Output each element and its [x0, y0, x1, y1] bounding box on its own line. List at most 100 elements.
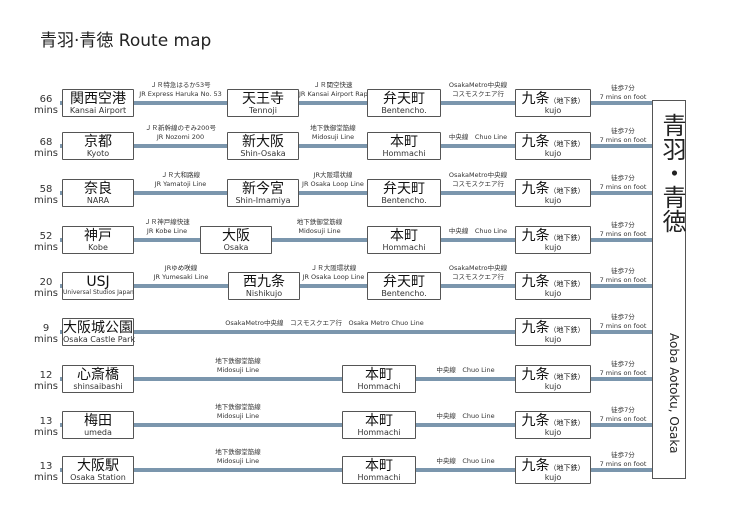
travel-time-part-1: mins	[33, 148, 59, 159]
origin-station-en: Kyoto	[86, 149, 110, 158]
segment-label-2-line-0: ＪＲ大阪環状線	[310, 264, 357, 272]
origin-station-jp: USJ	[86, 274, 110, 290]
transfer-station-2-en: Hommachi	[357, 473, 401, 482]
route-line	[60, 191, 652, 195]
segment-label-3-line-0: 中央線 Chuo Line	[448, 133, 508, 141]
segment-label-2-line-1: JR Kansai Airport Rapid	[299, 90, 374, 98]
walk-label-line-0: 徒歩7分	[611, 221, 635, 229]
segment-label-2-line-1: JR Osaka Loop Line	[302, 273, 365, 281]
route-line	[60, 330, 652, 334]
travel-time-part-1: mins	[33, 195, 59, 206]
travel-time-part-1: mins	[33, 427, 59, 438]
walk-label-line-0: 徒歩7分	[611, 127, 635, 135]
walk-label-line-1: 7 mins on foot	[599, 230, 647, 238]
kujo-station-en: kujo	[544, 335, 562, 344]
destination-box: 青羽・青徳 Aoba Aotoku, Osaka	[652, 100, 686, 479]
walk-label-line-0: 徒歩7分	[611, 267, 635, 275]
route-line	[60, 144, 652, 148]
route-line	[60, 101, 652, 105]
walk-label-line-1: 7 mins on foot	[599, 369, 647, 377]
transfer-station-2-jp: 本町	[365, 367, 393, 383]
segment-label-3-line-0: OsakaMetro中央線	[448, 171, 508, 179]
segment-label-3: OsakaMetro中央線コスモスクエア行	[441, 81, 515, 99]
kujo-station-jp: 九条（地下鉄）	[521, 274, 585, 290]
segment-label-3: OsakaMetro中央線コスモスクエア行	[441, 264, 515, 282]
travel-time-part-0: 68	[39, 137, 53, 148]
origin-station-en: Kobe	[88, 243, 108, 252]
segment-label-3-line-0: 中央線 Chuo Line	[448, 227, 508, 235]
segment-label-3-line-1: コスモスクエア行	[452, 90, 504, 98]
destination-jp: 青羽・青徳	[658, 113, 686, 233]
origin-station-jp: 梅田	[84, 413, 112, 429]
origin-station-jp: 京都	[84, 134, 112, 150]
walk-label-line-1: 7 mins on foot	[599, 322, 647, 330]
segment-label-2-line-0: 地下鉄御堂筋線	[310, 124, 356, 132]
segment-label-3-line-1: コスモスクエア行	[452, 180, 504, 188]
origin-station-en: umeda	[84, 428, 112, 437]
kujo-station-en: kujo	[544, 149, 562, 158]
kujo-station-en: kujo	[544, 243, 562, 252]
segment-label-1-line-0: ＪＲ神戸線快速	[144, 218, 190, 226]
transfer-station-2-en: Bentencho.	[381, 196, 427, 205]
segment-label-3: 中央線 Chuo Line	[441, 133, 515, 142]
kujo-station-jp: 九条（地下鉄）	[521, 413, 585, 429]
segment-label-1-line-0: ＪＲ大和路線	[161, 171, 200, 179]
segment-label-3: 中央線 Chuo Line	[416, 457, 515, 466]
kujo-station-jp-sub: （地下鉄）	[549, 373, 585, 381]
transfer-station-1-en: Osaka	[223, 243, 249, 252]
kujo-station: 九条（地下鉄）kujo	[515, 226, 591, 254]
kujo-station-jp: 九条（地下鉄）	[521, 458, 585, 474]
transfer-station-2-jp: 弁天町	[383, 91, 425, 107]
kujo-station: 九条（地下鉄）kujo	[515, 411, 591, 439]
segment-label-1-line-1: JR Yumesaki Line	[153, 273, 209, 281]
segment-label-3: OsakaMetro中央線コスモスクエア行	[441, 171, 515, 189]
origin-station-en: Universal Studios Japan	[63, 289, 134, 296]
kujo-station-jp: 九条（地下鉄）	[521, 228, 585, 244]
travel-time-part-0: 13	[39, 461, 53, 472]
segment-label-2-line-0: JR大阪環状線	[313, 171, 353, 179]
transfer-station-1-jp: 天王寺	[242, 91, 284, 107]
transfer-station-2-en: Bentencho.	[381, 106, 427, 115]
segment-label-1: OsakaMetro中央線 コスモスクエア行 Osaka Metro Chuo …	[134, 319, 515, 328]
transfer-station-2-jp: 本町	[390, 228, 418, 244]
segment-label-2-line-0: 地下鉄御堂筋線	[296, 218, 343, 226]
segment-label-2-line-0: ＪＲ関空快速	[313, 81, 353, 89]
transfer-station-1-jp: 西九条	[243, 274, 285, 290]
kujo-station-jp: 九条（地下鉄）	[521, 181, 585, 197]
segment-label-1-line-1: JR Kobe Line	[146, 227, 188, 235]
kujo-station: 九条（地下鉄）kujo	[515, 456, 591, 484]
walk-label-line-1: 7 mins on foot	[599, 183, 647, 191]
kujo-station-jp-sub: （地下鉄）	[549, 97, 585, 105]
origin-station-en: NARA	[86, 196, 110, 205]
segment-label-3-line-0: 中央線 Chuo Line	[436, 412, 495, 420]
transfer-station-2-jp: 本町	[365, 458, 393, 474]
segment-label-1-line-0: 地下鉄御堂筋線	[215, 448, 261, 456]
travel-time-part-0: 58	[39, 184, 53, 195]
kujo-station-jp-sub: （地下鉄）	[549, 419, 585, 427]
transfer-station-2-jp: 弁天町	[383, 181, 425, 197]
